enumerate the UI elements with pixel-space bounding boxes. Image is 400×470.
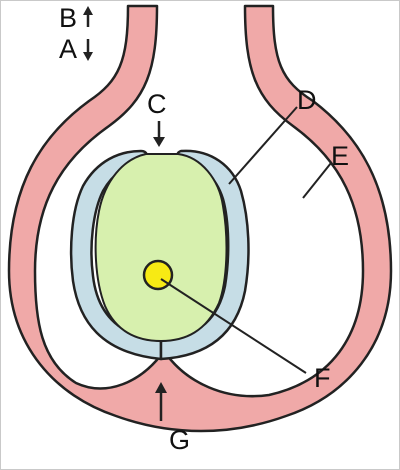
arrow-g bbox=[155, 382, 167, 421]
label-b: B bbox=[59, 3, 77, 33]
arrow-c bbox=[153, 121, 165, 147]
label-g: G bbox=[169, 425, 190, 455]
nucleus-f bbox=[142, 259, 174, 291]
outer-integument-e bbox=[7, 4, 393, 433]
direction-arrow-b-up bbox=[83, 6, 93, 27]
leader-line-d bbox=[228, 106, 298, 185]
label-d: D bbox=[297, 85, 317, 115]
direction-arrow-a-down bbox=[83, 39, 93, 61]
leader-line-e bbox=[302, 162, 332, 199]
label-e: E bbox=[331, 141, 349, 171]
label-a: A bbox=[59, 34, 77, 64]
nucellus bbox=[94, 153, 228, 343]
label-c: C bbox=[147, 89, 167, 119]
label-f: F bbox=[314, 363, 331, 393]
leader-line-f bbox=[160, 278, 307, 374]
